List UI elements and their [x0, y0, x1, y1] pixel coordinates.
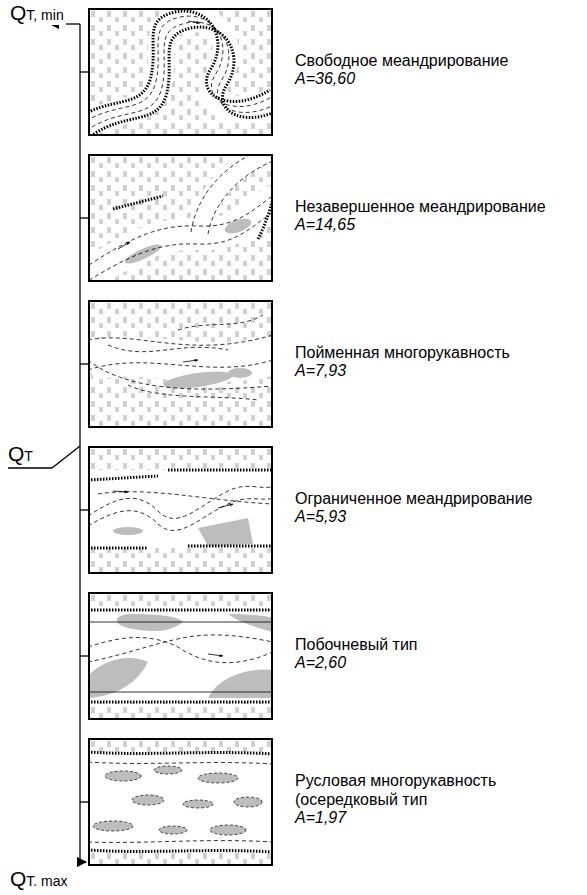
- panel-caption: Незавершенное меандрированиеA=14,65: [295, 198, 577, 235]
- floodplain-braiding-sketch: [88, 300, 273, 428]
- river-type-panel: Побочневый типA=2,60: [88, 592, 273, 720]
- river-type-panel: Ограниченное меандрированиеA=5,93: [88, 446, 273, 574]
- index-value: A=2,60: [295, 654, 577, 672]
- type-name: Незавершенное меандрирование: [295, 198, 577, 216]
- index-value: A=1,97: [295, 809, 577, 827]
- panel-caption: Ограниченное меандрированиеA=5,93: [295, 490, 577, 527]
- axis-label: QT, min: [8, 0, 66, 25]
- panel-caption: Побочневый типA=2,60: [295, 636, 577, 673]
- river-type-panel: Пойменная многорукавностьA=7,93: [88, 300, 273, 428]
- type-name: Побочневый тип: [295, 636, 577, 654]
- side-bar-sketch: [88, 592, 273, 720]
- axis-label: QT. max: [8, 866, 70, 891]
- type-name: Ограниченное меандрирование: [295, 490, 577, 508]
- index-value: A=36,60: [295, 70, 577, 88]
- free-meander-sketch: [88, 8, 273, 136]
- incomplete-meander-sketch: [88, 154, 273, 282]
- river-type-panel: Незавершенное меандрированиеA=14,65: [88, 154, 273, 282]
- type-name: Русловая многорукавность (осередковый ти…: [295, 772, 577, 809]
- index-value: A=5,93: [295, 508, 577, 526]
- river-type-panel: Свободное меандрированиеA=36,60: [88, 8, 273, 136]
- panel-caption: Пойменная многорукавностьA=7,93: [295, 344, 577, 381]
- mid-channel-bar-sketch: [88, 738, 273, 866]
- panel-caption: Русловая многорукавность (осередковый ти…: [295, 772, 577, 827]
- limited-meander-sketch: [88, 446, 273, 574]
- index-value: A=14,65: [295, 216, 577, 234]
- type-name: Пойменная многорукавность: [295, 344, 577, 362]
- panel-caption: Свободное меандрированиеA=36,60: [295, 52, 577, 89]
- axis-label: QT: [6, 441, 35, 466]
- river-type-panel: Русловая многорукавность (осередковый ти…: [88, 738, 273, 866]
- index-value: A=7,93: [295, 362, 577, 380]
- type-name: Свободное меандрирование: [295, 52, 577, 70]
